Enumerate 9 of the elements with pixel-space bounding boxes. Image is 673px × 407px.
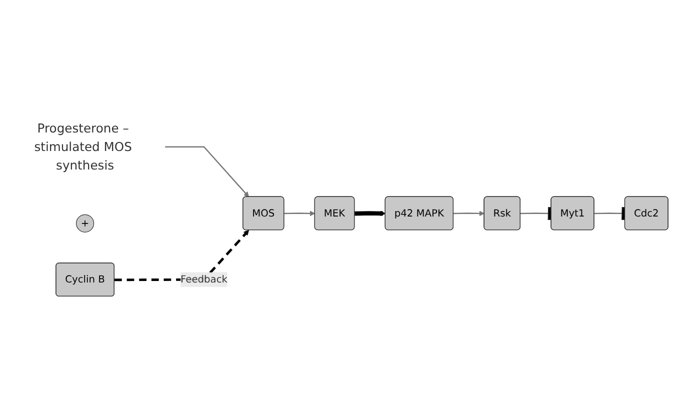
arrow: [454, 211, 485, 217]
arrow: [165, 146, 250, 198]
node-text: Progesterone – stimulated MOS synthesis: [34, 121, 132, 174]
connector: [594, 207, 626, 220]
node-circle: +: [76, 214, 94, 233]
arrow: [284, 211, 316, 217]
edge-label: Feedback: [180, 274, 228, 286]
arrow: [354, 211, 386, 217]
connector: [520, 207, 552, 220]
